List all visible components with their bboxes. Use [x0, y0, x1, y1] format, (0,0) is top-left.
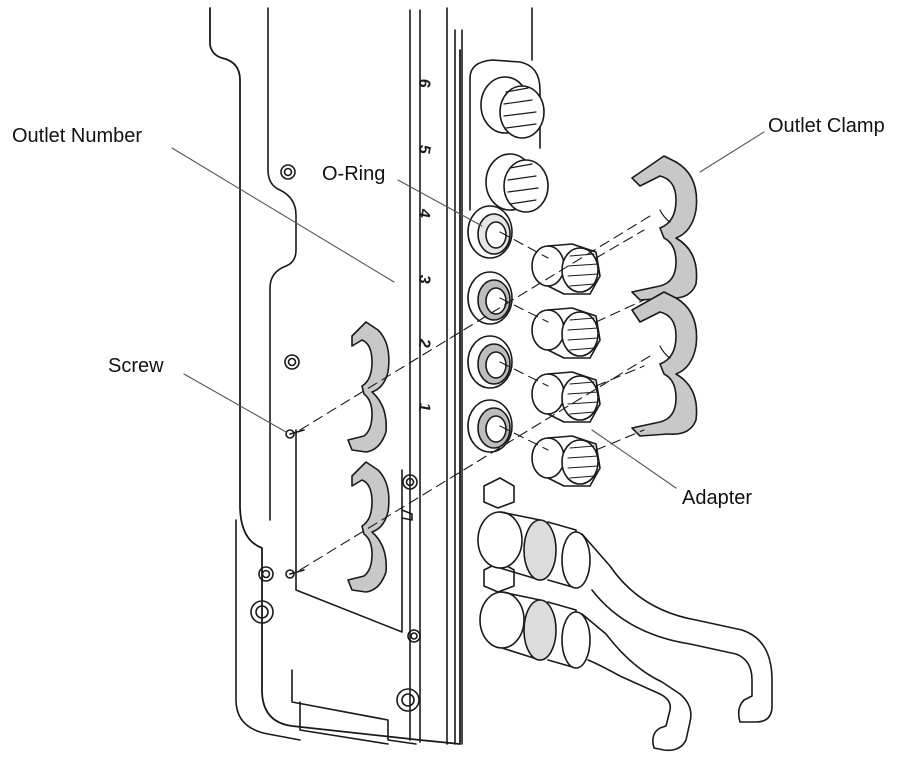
outlet-number-3: 3: [415, 273, 433, 285]
callout-outlet-clamp: Outlet Clamp: [768, 115, 885, 137]
port-3: [467, 271, 513, 325]
port-2: [467, 335, 513, 389]
adapter-1: [531, 435, 601, 487]
hose-fitting-upper: [477, 511, 773, 723]
leader-lines: [171, 131, 765, 489]
outlet-number-2: 2: [415, 337, 433, 349]
hose-fitting-lower: [479, 591, 692, 752]
outlet-ports: [467, 205, 513, 453]
manifold-housing: [209, 7, 533, 745]
outlet-number-6: 6: [415, 77, 433, 89]
adapter-4: [531, 243, 601, 295]
adapters: [531, 243, 601, 487]
adapter-2: [531, 371, 601, 423]
outlet-clamps-right: [631, 155, 698, 437]
assembly-dashed-lines: [299, 215, 651, 571]
callout-outlet-number: Outlet Number: [12, 125, 143, 147]
outlet-number-1: 1: [415, 401, 433, 413]
outlet-number-4: 4: [415, 207, 433, 219]
leader-o-ring: [397, 179, 483, 227]
leader-adapter: [591, 429, 677, 489]
callout-o-ring: O-Ring: [322, 163, 386, 185]
callout-screw: Screw: [108, 355, 164, 377]
hose-assemblies: [477, 477, 773, 752]
capped-outlets: [469, 59, 549, 213]
leader-screw: [183, 373, 287, 433]
outlet-clamp-lower: [631, 291, 698, 437]
adapter-3: [531, 307, 601, 359]
port-4: [467, 205, 513, 259]
outlet-number-5: 5: [415, 143, 433, 155]
port-1: [467, 399, 513, 453]
leader-outlet-clamp: [699, 131, 765, 173]
screws: [285, 429, 305, 579]
outlet-number-column: 6 5 4 3 2 1: [415, 77, 433, 413]
callout-adapter: Adapter: [682, 487, 753, 509]
outlet-clamp-upper: [631, 155, 698, 301]
outlet-clamps-left: [347, 321, 390, 593]
leader-outlet-number: [171, 147, 395, 283]
